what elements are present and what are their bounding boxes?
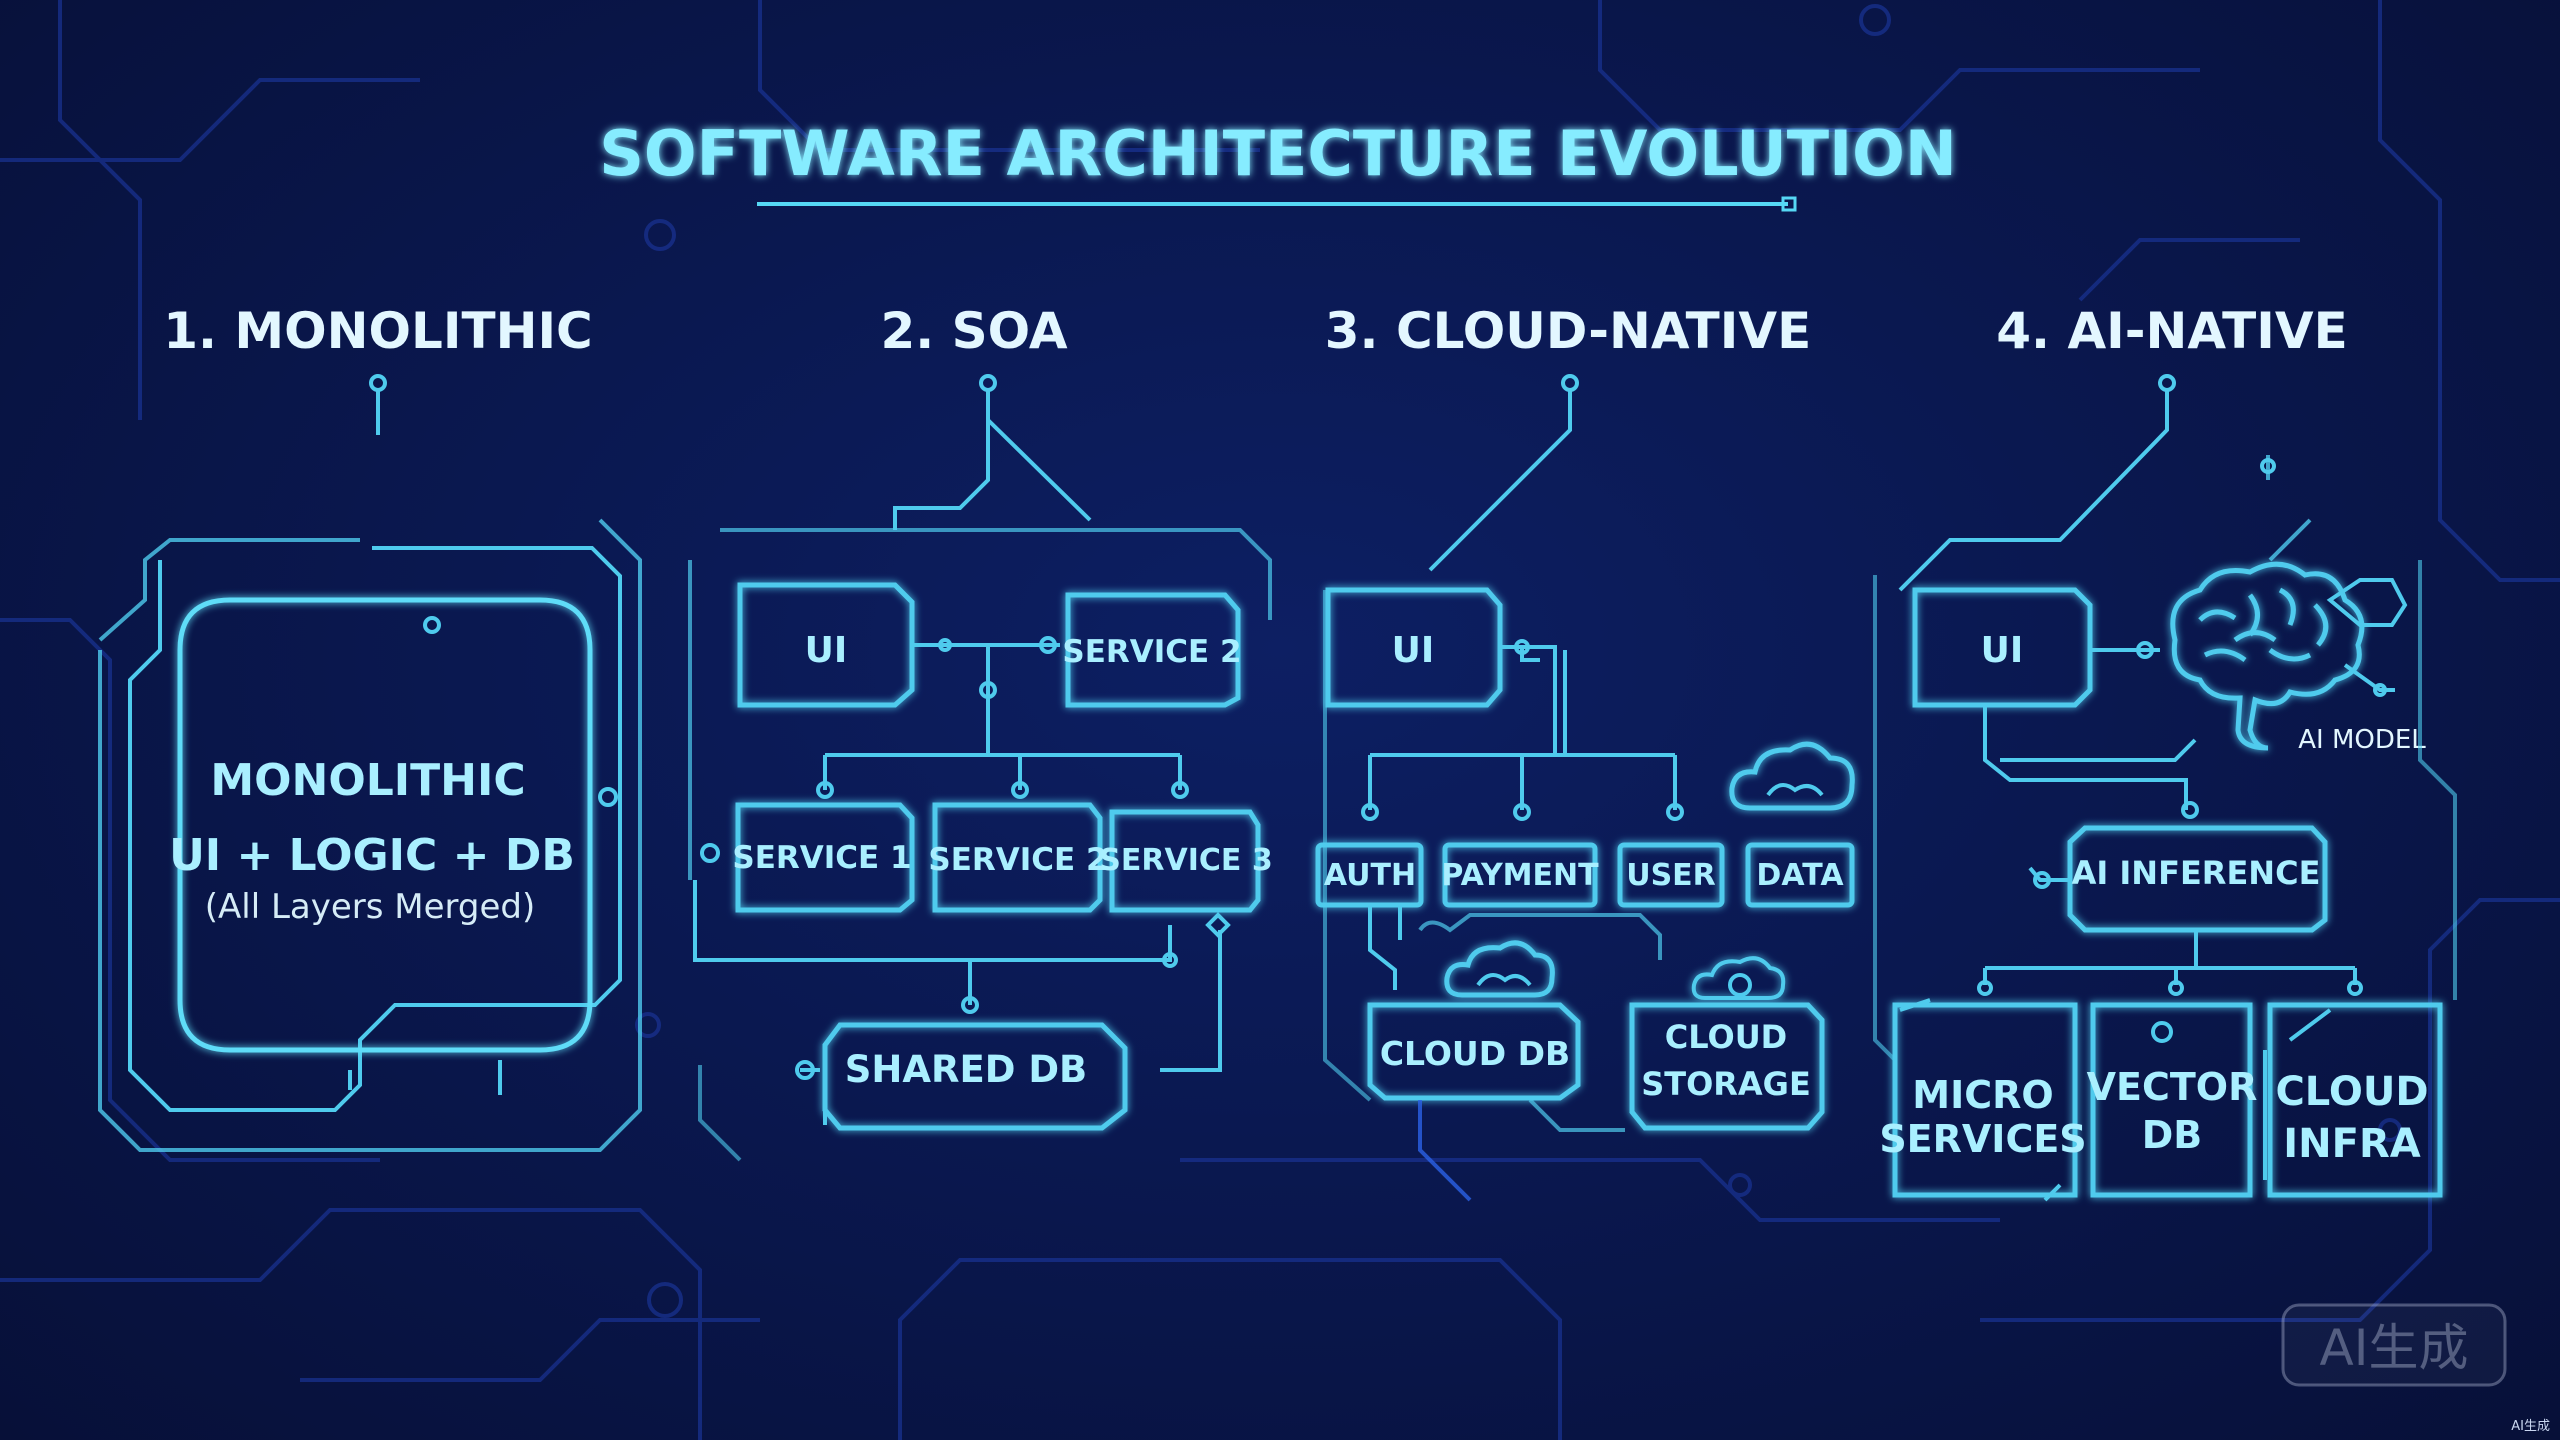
heading-soa: 2. SOA <box>880 302 1067 360</box>
diagram-title: SOFTWARE ARCHITECTURE EVOLUTION <box>599 117 1956 190</box>
cloud-user-box <box>1617 842 1725 908</box>
cloud-icon <box>1729 741 1855 811</box>
brain-icon <box>2170 561 2365 751</box>
ai-ui-box <box>1912 587 2093 708</box>
soa-ui-box <box>737 582 915 708</box>
soa-column: UI SERVICE 2 SERVICE 1 SERVICE 2 SERVICE… <box>688 374 1273 1162</box>
node-dot-icon <box>979 374 997 392</box>
monolithic-column: MONOLITHIC UI + LOGIC + DB (All Layers M… <box>98 374 642 1152</box>
ai-microservices-line2: SERVICES <box>1879 1117 2086 1161</box>
cloud-ui-box <box>1325 587 1503 708</box>
soa-service-3-box <box>1109 809 1261 913</box>
soa-service-2-label: SERVICE 2 <box>928 842 1107 878</box>
cloud-storage-line1: CLOUD <box>1665 1018 1787 1056</box>
cloud-data-label: DATA <box>1756 858 1844 893</box>
cloud-payment-box <box>1442 842 1598 908</box>
ai-cloudinfra-line2: INFRA <box>2283 1121 2420 1167</box>
cloud-ui-label: UI <box>1392 630 1435 671</box>
soa-service-2-box <box>932 802 1103 913</box>
cloud-db-label: CLOUD DB <box>1380 1034 1570 1073</box>
node-dot-icon <box>2158 374 2176 392</box>
cloud-icon <box>1444 940 1555 998</box>
cloud-icon <box>1691 956 1786 1000</box>
ai-vectordb-line1: VECTOR <box>2087 1065 2258 1109</box>
cloud-auth-label: AUTH <box>1324 858 1416 893</box>
ai-cloudinfra-box <box>2267 1002 2443 1198</box>
soa-service-1-box <box>735 802 915 913</box>
ai-inference-box <box>2067 825 2328 933</box>
node-dot-icon <box>369 374 387 392</box>
cloud-storage-line2: STORAGE <box>1641 1065 1811 1103</box>
soa-shared-db-box <box>822 1022 1128 1131</box>
ai-ui-label: UI <box>1981 630 2024 671</box>
soa-service-top-label: SERVICE 2 <box>1062 634 1241 670</box>
ai-microservices-box <box>1892 1002 2078 1198</box>
ai-microservices-line1: MICRO <box>1912 1073 2053 1117</box>
cloud-storage-box <box>1629 1002 1825 1131</box>
soa-service-3-label: SERVICE 3 <box>1099 843 1272 878</box>
ai-model-label: AI MODEL <box>2298 725 2426 755</box>
soa-ui-label: UI <box>805 630 848 671</box>
cloud-db-box <box>1367 1002 1581 1101</box>
cloud-data-box <box>1745 842 1855 908</box>
cloud-user-label: USER <box>1626 858 1716 893</box>
corner-mark: AI生成 <box>2511 1419 2550 1434</box>
heading-ai-native: 4. AI-NATIVE <box>1996 302 2347 360</box>
heading-cloud-native: 3. CLOUD-NATIVE <box>1325 302 1811 360</box>
monolithic-box-line: UI + LOGIC + DB <box>169 830 575 881</box>
cloud-payment-label: PAYMENT <box>1441 858 1599 893</box>
monolithic-box-note: (All Layers Merged) <box>205 887 536 927</box>
node-dot-icon <box>1561 374 1579 392</box>
ai-inference-label: AI INFERENCE <box>2072 854 2321 892</box>
watermark-text: AI生成 <box>2320 1319 2469 1377</box>
soa-service-1-label: SERVICE 1 <box>732 840 911 876</box>
ai-native-column: UI AI MODEL AI INFERENCE MICRO SERVICES … <box>1873 374 2457 1202</box>
title-underline-end-icon <box>1781 196 1797 212</box>
soa-service-top-box <box>1065 592 1241 708</box>
ai-vectordb-line2: DB <box>2142 1113 2203 1157</box>
monolithic-box-title: MONOLITHIC <box>210 755 525 806</box>
ai-cloudinfra-line1: CLOUD <box>2275 1069 2428 1115</box>
cloud-native-column: UI AUTH PAYMENT USER DATA CLOUD DB CLOUD <box>1315 374 1855 1202</box>
watermark-badge: AI生成 <box>2281 1303 2507 1387</box>
ai-vectordb-box <box>2090 1002 2253 1198</box>
heading-monolithic: 1. MONOLITHIC <box>163 302 593 360</box>
monolithic-box <box>177 597 593 1053</box>
soa-shared-db-label: SHARED DB <box>845 1048 1088 1091</box>
